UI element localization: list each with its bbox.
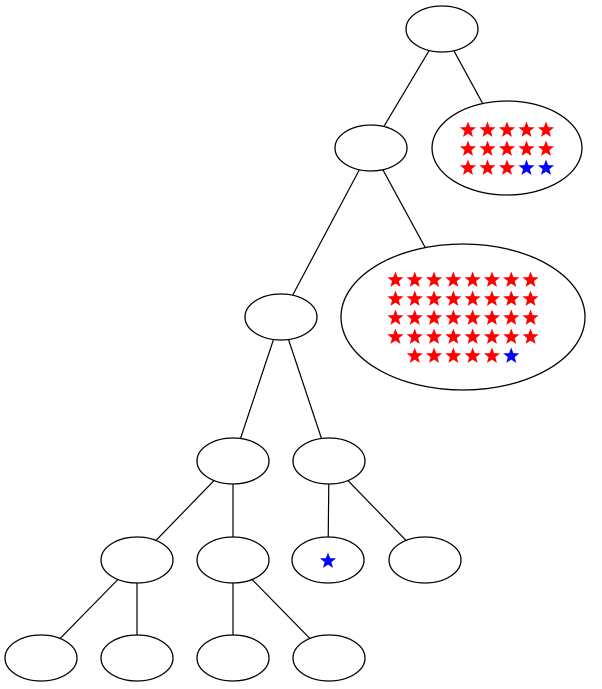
red-star-icon [387, 309, 404, 325]
red-star-icon [503, 290, 520, 306]
tree-node-leaf-h [292, 634, 366, 682]
red-star-icon [445, 347, 462, 363]
red-star-icon [522, 271, 539, 287]
tree-node-leaf-d [388, 536, 462, 584]
blue-star-icon [319, 552, 337, 568]
edge-n2-n3 [239, 339, 275, 439]
red-star-icon [464, 309, 481, 325]
tree-node-leaf-f [100, 634, 174, 682]
node-ellipse [340, 243, 586, 391]
red-star-icon [498, 140, 516, 156]
tree-node-leaf-g [196, 634, 270, 682]
edge-n2-n4 [287, 339, 323, 439]
tree-node-n4 [292, 437, 366, 485]
blue-star-icon [503, 347, 520, 363]
red-star-icon [459, 121, 477, 137]
tree-node-leaf-c [291, 536, 365, 584]
red-star-icon [445, 271, 462, 287]
tree-node-leaf-e [4, 634, 78, 682]
red-star-icon [498, 159, 516, 175]
red-star-icon [406, 271, 423, 287]
tree-node-n2 [244, 293, 318, 341]
red-star-icon [425, 290, 443, 306]
node-ellipse [292, 634, 366, 682]
red-star-icon [406, 290, 423, 306]
red-star-icon [479, 140, 496, 156]
red-star-icon [464, 290, 481, 306]
edge-n4-leaf-d [347, 480, 407, 541]
red-star-icon [483, 290, 501, 306]
red-star-icon [479, 121, 496, 137]
edge-n1-n2 [292, 169, 360, 296]
red-star-icon [483, 271, 501, 287]
red-star-icon [445, 290, 462, 306]
red-star-icon [406, 309, 423, 325]
red-star-icon [522, 309, 539, 325]
tree-node-leaf-a [431, 100, 583, 196]
red-star-icon [479, 159, 496, 175]
tree-node-leaf-b [340, 243, 586, 391]
red-star-icon [425, 347, 443, 363]
tree-node-n3 [196, 437, 270, 485]
node-ellipse [334, 124, 408, 172]
red-star-icon [464, 271, 481, 287]
red-star-icon [464, 347, 481, 363]
red-star-icon [518, 121, 535, 137]
red-star-icon [503, 309, 520, 325]
red-star-icon [459, 140, 477, 156]
tree-node-n1 [334, 124, 408, 172]
edge-n5-leaf-e [59, 579, 119, 639]
red-star-icon [537, 121, 555, 137]
red-star-icon [459, 159, 477, 175]
red-star-icon [464, 328, 481, 344]
red-star-icon [522, 328, 539, 344]
red-star-icon [483, 328, 501, 344]
node-ellipse [244, 293, 318, 341]
edge-n4-leaf-c [327, 483, 330, 538]
red-star-icon [445, 309, 462, 325]
node-ellipse [405, 5, 479, 53]
red-star-icon [425, 309, 443, 325]
red-star-icon [483, 347, 501, 363]
edge-n3-n5 [155, 480, 215, 541]
red-star-icon [387, 290, 404, 306]
node-ellipse [196, 437, 270, 485]
node-ellipse [196, 634, 270, 682]
red-star-icon [483, 309, 501, 325]
node-ellipse [4, 634, 78, 682]
tree-node-n5 [100, 536, 174, 584]
red-star-icon [503, 271, 520, 287]
red-star-icon [522, 290, 539, 306]
node-ellipse [100, 634, 174, 682]
red-star-icon [387, 271, 404, 287]
edge-n6-leaf-h [251, 579, 311, 639]
red-star-icon [537, 140, 555, 156]
node-ellipse [196, 536, 270, 584]
node-ellipse [100, 536, 174, 584]
blue-star-icon [518, 159, 535, 175]
red-star-icon [503, 328, 520, 344]
red-star-icon [406, 328, 423, 344]
red-star-icon [406, 347, 423, 363]
red-star-icon [387, 328, 404, 344]
tree-node-n6 [196, 536, 270, 584]
red-star-icon [425, 328, 443, 344]
blue-star-icon [537, 159, 555, 175]
node-ellipse [388, 536, 462, 584]
red-star-icon [498, 121, 516, 137]
red-star-icon [445, 328, 462, 344]
node-ellipse [292, 437, 366, 485]
node-layer [4, 5, 586, 682]
edge-layer [59, 50, 484, 639]
edge-n1-leaf-b [382, 169, 426, 248]
red-star-icon [425, 271, 443, 287]
edge-root-n1 [383, 50, 430, 127]
tree-node-root [405, 5, 479, 53]
red-star-icon [518, 140, 535, 156]
edge-root-leaf-a [453, 50, 484, 104]
